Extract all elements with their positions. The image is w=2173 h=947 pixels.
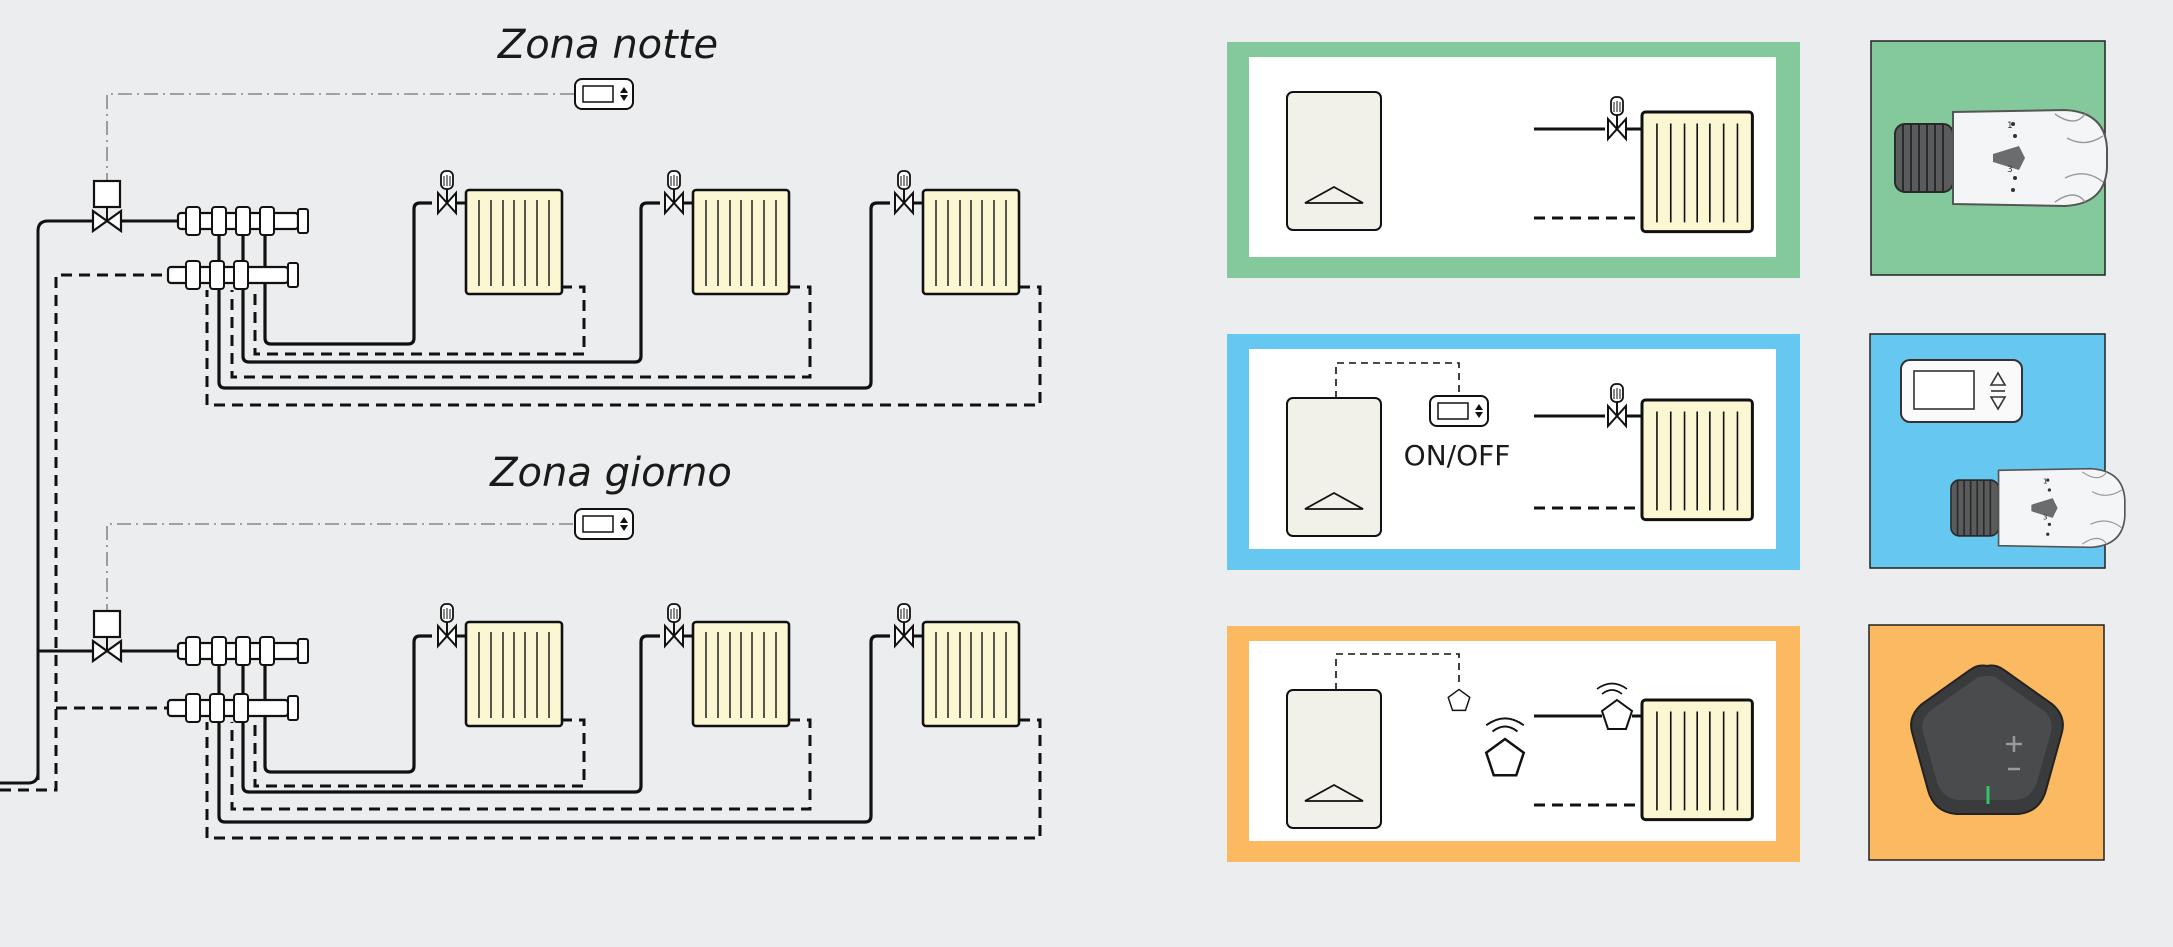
supply-manifold-notte: [176, 205, 310, 237]
room-thermostat-icon: [1429, 395, 1489, 427]
thermostatic-head-icon: [1894, 109, 2108, 207]
return-manifold-notte: [166, 259, 300, 291]
panel-room-thermostat: ON/OFF: [1227, 334, 1800, 570]
thermostatic-valve-icon: [437, 170, 457, 214]
panel-smart-system: [1227, 626, 1800, 862]
radiator: [1640, 110, 1754, 234]
thermostatic-valve-icon: [437, 603, 457, 647]
radiator: [921, 620, 1021, 728]
panel-thermostatic-heads: [1227, 42, 1800, 278]
photo-room-thermostat-and-head: [1869, 333, 2126, 569]
zona-giorno-components: [91, 508, 1021, 728]
supply-manifold-giorno: [176, 635, 310, 667]
room-thermostat-photo-icon: [1900, 359, 2023, 423]
thermostatic-head-icon: [1950, 467, 2126, 549]
room-thermostat-notte: [574, 78, 634, 110]
radiator: [1640, 698, 1754, 822]
thermostatic-valve-icon: [894, 603, 914, 647]
radiator: [464, 620, 564, 728]
boiler-icon: [1286, 91, 1382, 231]
photo-thermostatic-head: [1870, 40, 2108, 276]
thermostatic-valve-icon: [664, 603, 684, 647]
boiler-icon: [1286, 689, 1382, 829]
radiator: [921, 188, 1021, 296]
zone-title-notte: Zona notte: [497, 22, 718, 68]
zona-notte-components: [91, 78, 1021, 296]
thermostatic-valve-icon: [894, 170, 914, 214]
zone-valve-giorno: [91, 609, 123, 663]
return-manifold-giorno: [166, 692, 300, 724]
photo-smart-hub: [1868, 624, 2105, 861]
radiator: [464, 188, 564, 296]
on-off-label: ON/OFF: [1404, 439, 1511, 472]
zone-title-giorno: Zona giorno: [489, 450, 732, 496]
smart-hub-icon: [1910, 664, 2064, 815]
radiator: [691, 188, 791, 296]
thermostatic-valve-icon: [664, 170, 684, 214]
zona-notte-circuit: [0, 93, 1042, 792]
radiator: [691, 620, 791, 728]
zone-valve-notte: [91, 179, 123, 233]
radiator: [1640, 398, 1754, 522]
room-thermostat-giorno: [574, 508, 634, 540]
boiler-icon: [1286, 397, 1382, 537]
